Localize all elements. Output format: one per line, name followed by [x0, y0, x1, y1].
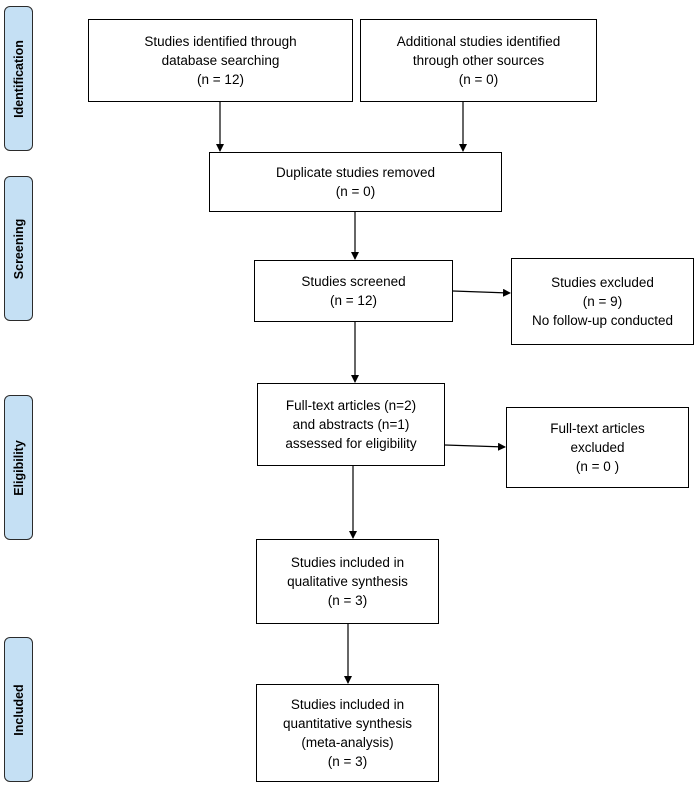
box-database-search: Studies identified through database sear…: [88, 19, 353, 102]
phase-included: Included: [4, 637, 33, 782]
phase-eligibility: Eligibility: [4, 395, 33, 540]
box-quantitative-synthesis: Studies included in quantitative synthes…: [256, 684, 439, 782]
box-qualitative-synthesis: Studies included in qualitative synthesi…: [256, 539, 439, 624]
arrow-eligibility-to-fulltext-excluded: [444, 442, 506, 451]
box-duplicates-removed: Duplicate studies removed (n = 0): [209, 152, 502, 212]
box-other-sources: Additional studies identified through ot…: [360, 19, 597, 102]
box-studies-screened: Studies screened (n = 12): [254, 260, 453, 322]
phase-identification: Identification: [4, 6, 33, 151]
box-eligibility-assessed: Full-text articles (n=2) and abstracts (…: [257, 383, 445, 466]
phase-screening: Screening: [4, 176, 33, 321]
arrow-screened-to-excluded: [452, 288, 511, 297]
box-fulltext-excluded: Full-text articles excluded (n = 0 ): [506, 407, 689, 488]
box-studies-excluded: Studies excluded (n = 9) No follow-up co…: [511, 258, 694, 345]
